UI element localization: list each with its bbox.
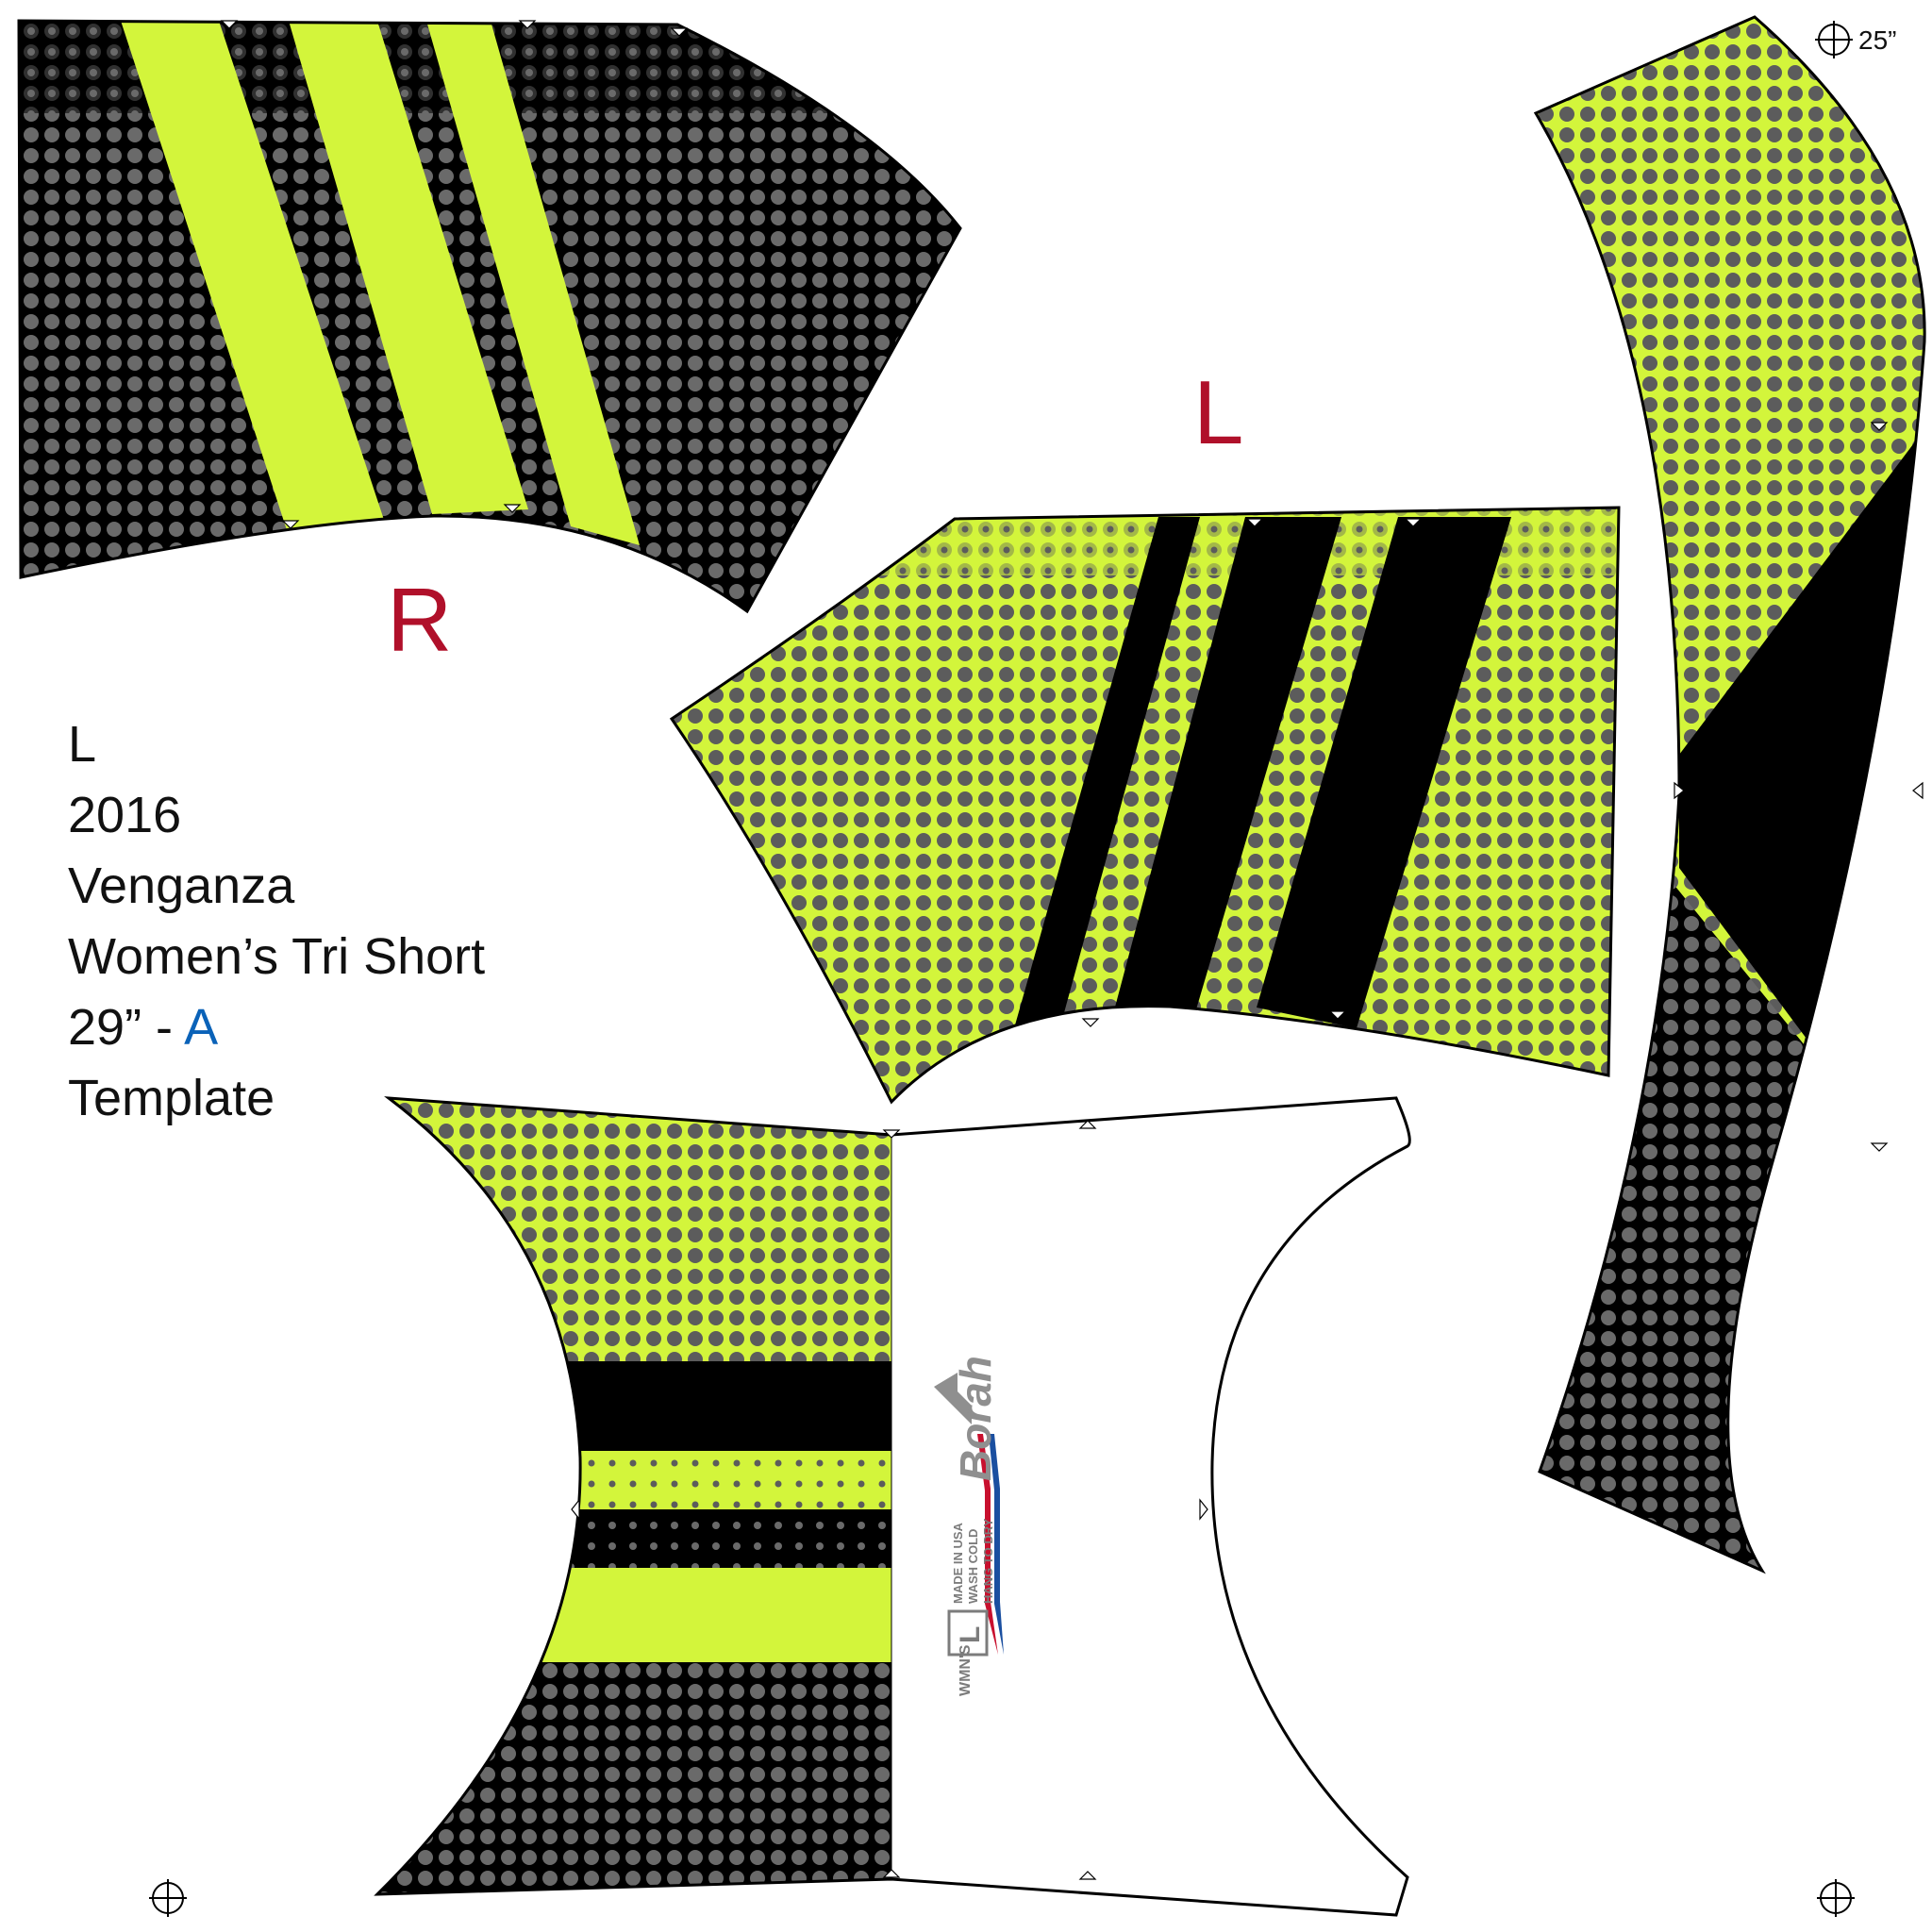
center-panel: Borah MADE IN USA WASH COLD HANG TO DRY … — [374, 1096, 1411, 1917]
borah-logo: Borah MADE IN USA WASH COLD HANG TO DRY … — [934, 1356, 1004, 1696]
info-length: 29” - — [68, 999, 185, 1056]
lime-stripe-1 — [121, 21, 387, 533]
info-type: Template — [68, 1070, 275, 1126]
black-stripe-1 — [1008, 517, 1200, 1052]
right-leg-panel — [17, 19, 962, 614]
care-line-1: MADE IN USA — [951, 1522, 965, 1604]
registration-mark-top-right — [1815, 21, 1853, 58]
care-line-3: HANG TO DRY — [981, 1518, 995, 1604]
black-stripe-2 — [1113, 517, 1341, 1014]
lower-black-dots — [377, 1662, 891, 1894]
band-lime-solid — [377, 1568, 891, 1662]
registration-mark-bottom-right — [1817, 1879, 1855, 1917]
logo-brand-text: Borah — [951, 1356, 1000, 1481]
template-info-block: L 2016 Venganza Women’s Tri Short 29” - … — [68, 709, 485, 1134]
left-leg-panel — [669, 506, 1621, 1105]
info-product: Women’s Tri Short — [68, 928, 486, 985]
band-black-1 — [377, 1361, 891, 1451]
care-line-2: WASH COLD — [966, 1529, 980, 1604]
info-year: 2016 — [68, 787, 182, 843]
logo-flag-stripes — [977, 1434, 998, 1655]
registration-mark-bottom-left — [149, 1879, 187, 1917]
black-stripe-3 — [1257, 517, 1511, 1028]
info-variant: A — [184, 999, 219, 1056]
info-length-line: 29” - A — [68, 992, 485, 1063]
size-badge-letter: L — [955, 1626, 986, 1643]
lime-stripe-3 — [426, 21, 640, 545]
info-size: L — [68, 716, 97, 773]
band-black-dots — [377, 1509, 891, 1568]
size-mark-label: 25” — [1858, 25, 1896, 55]
size-badge-box — [947, 1609, 989, 1657]
info-name: Venganza — [68, 858, 295, 914]
gender-tag: WMN'S — [958, 1644, 974, 1696]
right-panel-letter: R — [387, 570, 452, 671]
left-panel-letter: L — [1193, 362, 1243, 463]
notch-markers — [220, 20, 1924, 1880]
band-lime-dots — [377, 1451, 891, 1509]
lime-stripe-2 — [289, 21, 528, 514]
logo-peak-icon — [934, 1373, 972, 1424]
